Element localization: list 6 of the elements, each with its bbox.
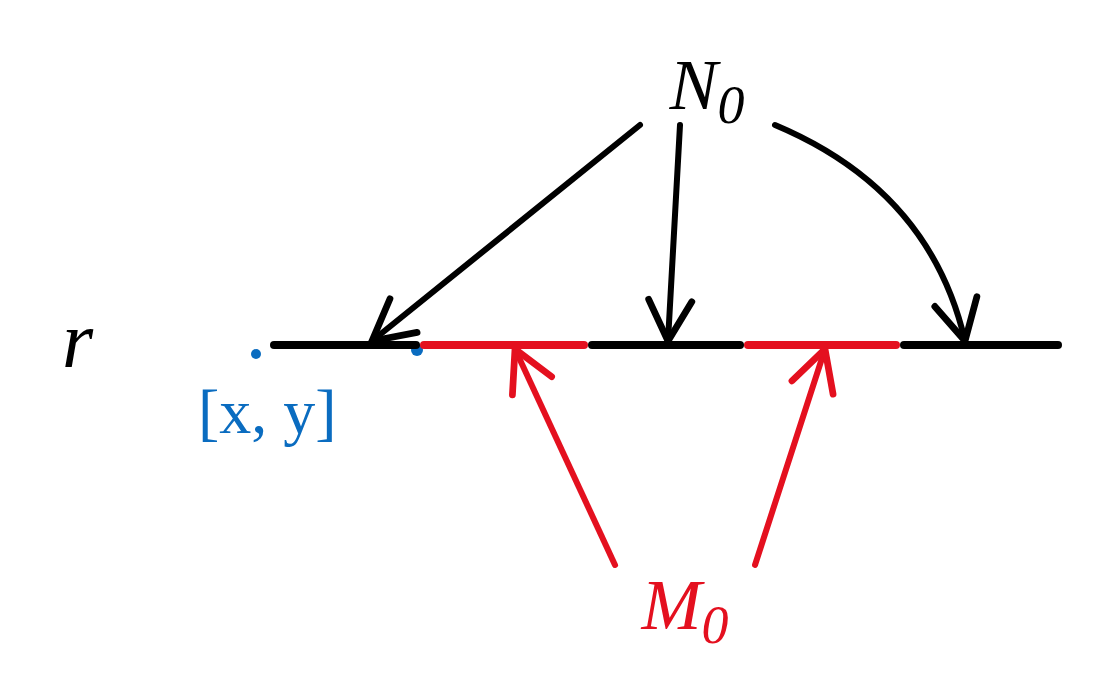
line-segment (420, 341, 588, 349)
line-segment (744, 341, 900, 349)
variable-label: r (62, 300, 94, 380)
line-segment (900, 341, 1062, 349)
line-segment (588, 341, 744, 349)
line-segment (270, 341, 420, 349)
